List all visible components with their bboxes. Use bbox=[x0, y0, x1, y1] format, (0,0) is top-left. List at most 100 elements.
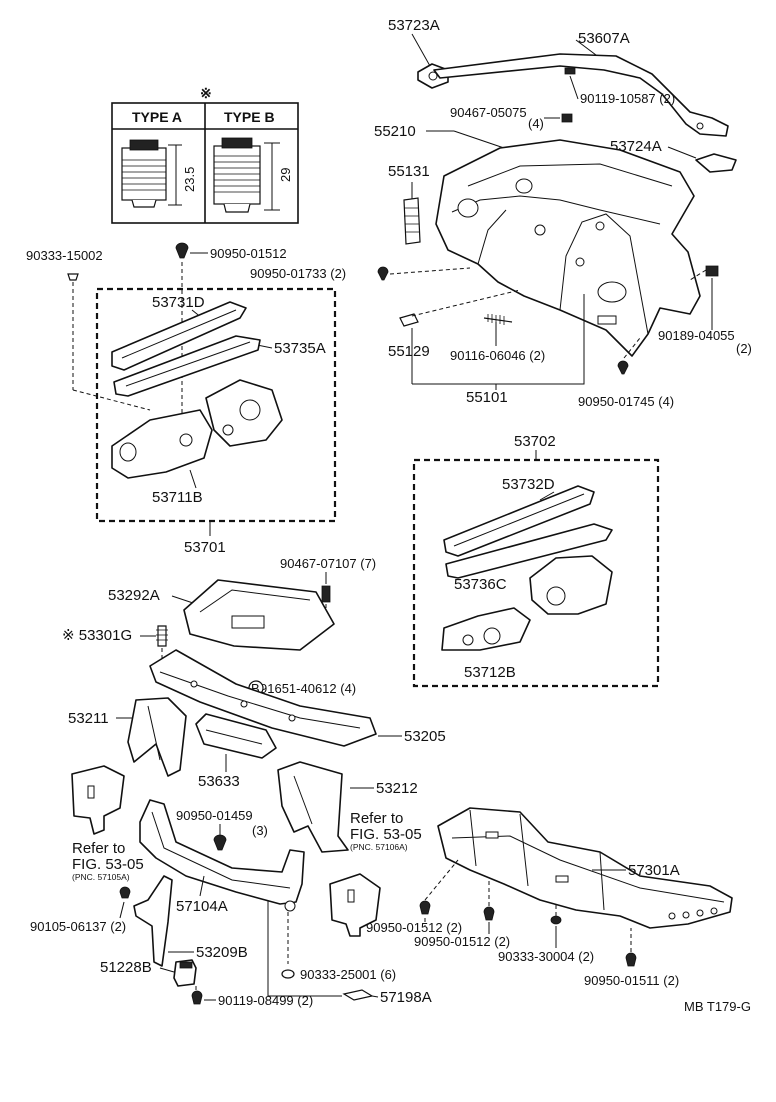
label-53731D: 53731D bbox=[152, 294, 205, 311]
group-53702: 53702 53732D 53736C 53712B bbox=[412, 433, 660, 688]
type-b-label: TYPE B bbox=[224, 109, 275, 125]
label-90950-01745: 90950-01745 (4) bbox=[578, 394, 674, 409]
brace-53209B bbox=[133, 875, 173, 967]
plug-90333-30004 bbox=[550, 915, 562, 925]
label-90467-05075: 90467-05075 bbox=[450, 105, 527, 120]
label-90189-04055: 90189-04055 bbox=[658, 328, 735, 343]
label-90467-05075-qty: (4) bbox=[528, 116, 544, 131]
refer-note-left: Refer to FIG. 53-05 (PNC. 57105A) bbox=[71, 765, 144, 882]
label-90950-01512-top: 90950-01512 bbox=[210, 246, 287, 261]
plug-90333-25001 bbox=[281, 969, 295, 979]
label-91651-40612: 91651-40612 (4) bbox=[260, 681, 356, 696]
label-90950-01459: 90950-01459 bbox=[176, 808, 253, 823]
clip-90950-01745 bbox=[617, 360, 629, 375]
clip-90950-01511 bbox=[625, 952, 637, 967]
label-53211: 53211 bbox=[68, 710, 109, 727]
label-90950-01459-qty: (3) bbox=[252, 823, 268, 838]
label-90950-01511: 90950-01511 (2) bbox=[584, 973, 679, 988]
refer-right-line2: FIG. 53-05 bbox=[350, 826, 422, 843]
label-53711B: 53711B bbox=[152, 489, 203, 506]
seal-53292A bbox=[183, 579, 335, 651]
label-53633: 53633 bbox=[198, 773, 240, 790]
type-a-label: TYPE A bbox=[132, 109, 182, 125]
figure-code: MB T179-G bbox=[684, 999, 751, 1014]
clip-90950-01512-top bbox=[175, 242, 189, 259]
crossmember-57104A bbox=[139, 799, 305, 905]
support-53205 bbox=[149, 649, 377, 747]
label-55129: 55129 bbox=[388, 343, 430, 360]
label-53702: 53702 bbox=[514, 433, 556, 450]
label-53292A: 53292A bbox=[108, 587, 160, 604]
label-57301A: 57301A bbox=[628, 862, 680, 879]
label-90119-08499: 90119-08499 (2) bbox=[218, 993, 313, 1008]
label-90119-10587: 90119-10587 (2) bbox=[580, 91, 675, 106]
type-b-clip-icon bbox=[213, 137, 261, 213]
type-legend: ※ TYPE A TYPE B 23.5 29 bbox=[111, 85, 299, 224]
label-90467-07107: 90467-07107 (7) bbox=[280, 556, 376, 571]
rail-53731D bbox=[111, 301, 247, 371]
dash-panel-55101 bbox=[435, 139, 701, 357]
clip-90333-15002 bbox=[67, 273, 79, 281]
bracket-57105A bbox=[71, 765, 125, 835]
type-a-clip-icon bbox=[121, 139, 167, 208]
lower-frame-group: 90950-01459 (3) 57104A 90333-25001 (6) 5… bbox=[30, 799, 733, 1008]
brace-plate-53724A bbox=[695, 153, 737, 173]
bolt-90119-10587 bbox=[564, 67, 576, 75]
label-90950-01512-b: 90950-01512 (2) bbox=[366, 920, 462, 935]
label-53212: 53212 bbox=[376, 780, 418, 797]
clip-90950-01512-b bbox=[419, 900, 431, 915]
label-57198A: 57198A bbox=[380, 989, 432, 1006]
nut-90189-04055 bbox=[705, 265, 719, 277]
refer-left-line2: FIG. 53-05 bbox=[72, 856, 144, 873]
clip-90467-07107 bbox=[321, 585, 331, 603]
clip-90950-01512-c bbox=[483, 906, 495, 921]
bolt-90119-08499 bbox=[191, 990, 203, 1005]
refer-right-pnc: (PNC. 57106A) bbox=[350, 842, 408, 852]
apron-53711B bbox=[111, 409, 213, 479]
frame-57301A bbox=[437, 807, 733, 929]
label-55210: 55210 bbox=[374, 123, 416, 140]
support-side-53212 bbox=[277, 761, 349, 853]
box-53702 bbox=[412, 458, 660, 688]
rail-53732D bbox=[443, 485, 595, 557]
refer-note-right: Refer to FIG. 53-05 (PNC. 57106A) bbox=[329, 810, 422, 937]
support-side-53211 bbox=[127, 697, 187, 777]
label-90333-30004: 90333-30004 (2) bbox=[498, 949, 594, 964]
label-90950-01512-c: 90950-01512 (2) bbox=[414, 934, 510, 949]
label-53712B: 53712B bbox=[464, 664, 516, 681]
label-53205: 53205 bbox=[404, 728, 446, 745]
label-53735A: 53735A bbox=[274, 340, 326, 357]
plate-57198A bbox=[342, 989, 374, 1001]
label-90105-06137: 90105-06137 (2) bbox=[30, 919, 126, 934]
label-51228B: 51228B bbox=[100, 959, 152, 976]
plate-55129 bbox=[399, 313, 419, 327]
label-90333-15002: 90333-15002 bbox=[26, 248, 103, 263]
label-53607A: 53607A bbox=[578, 30, 630, 47]
label-53723A: 53723A bbox=[388, 17, 440, 34]
stud-bolt-90116-06046 bbox=[483, 317, 513, 323]
label-53701: 53701 bbox=[184, 539, 226, 556]
label-90189-04055-qty: (2) bbox=[736, 341, 752, 356]
apron-brace-53712B bbox=[529, 555, 613, 615]
bolt-90105-06137 bbox=[119, 886, 131, 899]
dash-panel-group: 53723A 53607A 90119-10587 (2) 90467-0507… bbox=[250, 17, 752, 409]
label-90116-06046: 90116-06046 (2) bbox=[450, 348, 545, 363]
box-53701 bbox=[95, 287, 337, 523]
label-53209B: 53209B bbox=[196, 944, 248, 961]
grommet-55131 bbox=[403, 197, 421, 245]
lock-53301G bbox=[157, 625, 167, 647]
support-lower-53633 bbox=[195, 713, 277, 759]
label-53736C: 53736C bbox=[454, 576, 507, 593]
radiator-support-group: 90467-07107 (7) 53292A ※ 53301G 91651-40… bbox=[62, 556, 446, 853]
label-53301G: ※ 53301G bbox=[62, 627, 132, 644]
legend-symbol: ※ bbox=[200, 85, 212, 101]
label-57104A: 57104A bbox=[176, 898, 228, 915]
bracket-57106A bbox=[329, 873, 381, 937]
apron-53712B bbox=[441, 607, 531, 651]
label-55131: 55131 bbox=[388, 163, 430, 180]
refer-right-line1: Refer to bbox=[350, 810, 403, 827]
label-53732D: 53732D bbox=[502, 476, 555, 493]
rail-53736C bbox=[445, 523, 613, 579]
label-55101: 55101 bbox=[466, 389, 508, 406]
